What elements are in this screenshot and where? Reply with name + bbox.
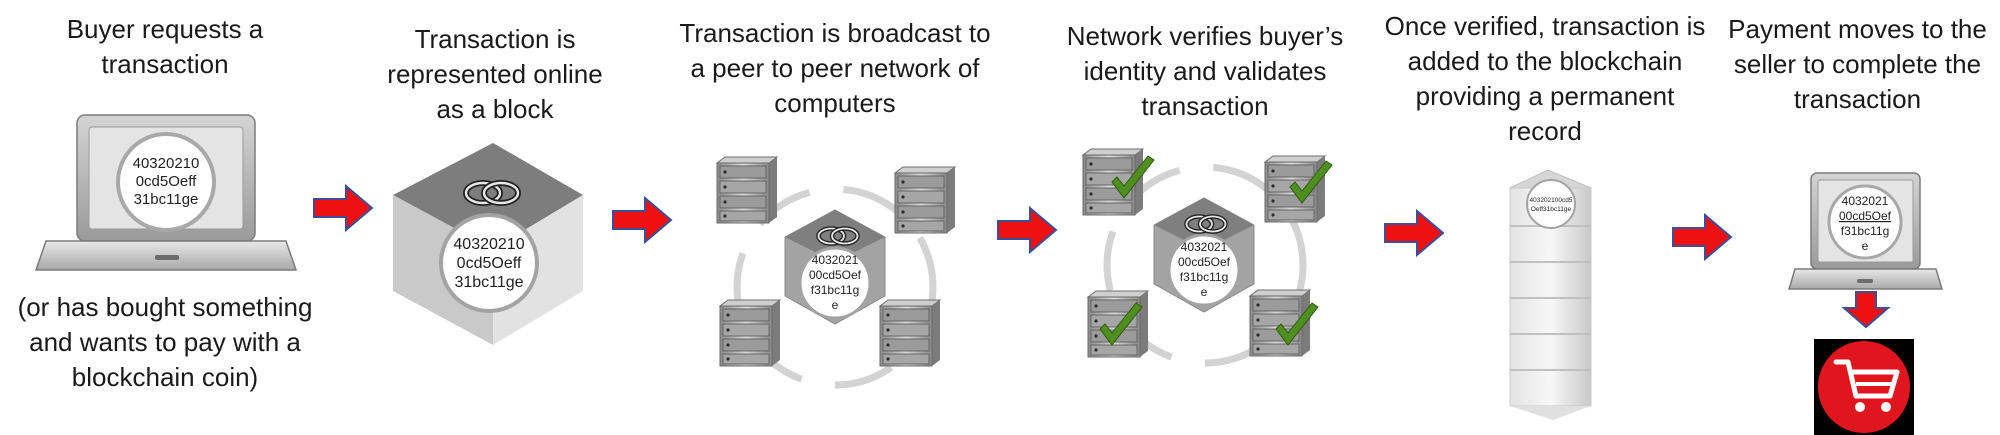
network-ring [1103,163,1307,367]
step-5-code-line-2: Oeff31bc11ge [1531,206,1572,213]
step-6-code-line-1: 4032021 [1842,194,1889,208]
blockchain-column-icon [1508,169,1593,420]
right-arrow-icon [612,197,672,243]
step-6-code-line-4: e [1862,239,1869,253]
step-3-code-line-4: e [832,298,839,312]
network-block-icon [1153,197,1255,313]
step-6-caption: Payment moves to the seller to complete … [1728,14,1987,114]
step-2-code-line-1: 40320210 [453,236,524,253]
step-5-code-line-1: 403202100cd5 [1529,197,1572,204]
step-2-code-line-2: 0cd5Oeff [457,255,522,272]
step-4-code-line-4: e [1201,285,1208,299]
step-2-caption: Transaction is represented online as a b… [387,24,603,124]
step-1-note: (or has bought something and wants to pa… [17,292,313,392]
step-4-caption: Network verifies buyer’s identity and va… [1066,21,1344,121]
seller-laptop-icon [1787,172,1944,290]
step-5-caption: Once verified, transaction is added to t… [1384,11,1706,146]
step-4-code-line-1: 4032021 [1181,240,1228,254]
step-3-code-line-3: f31bc11g [811,283,860,297]
step-6-code-line-2: 00cd5Oef [1839,209,1892,223]
network-block-icon [784,209,886,325]
step-1-code-line-3: 31bc11ge [134,191,199,208]
step-1-caption: Buyer requests a transaction [66,14,264,79]
step-3-code-line-1: 4032021 [812,253,859,267]
right-arrow-icon [1672,214,1732,260]
step-1-code-line-1: 40320210 [133,155,200,172]
right-arrow-icon [1384,210,1444,256]
right-arrow-icon [313,185,373,231]
network-ring [733,185,937,389]
step-4-code-line-3: f31bc11g [1180,270,1229,284]
step-4-code-line-2: 00cd5Oef [1178,255,1231,269]
server-icon [719,299,781,367]
shopping-cart-icon [1814,339,1914,435]
buyer-laptop-icon [34,114,298,271]
step-1-code-line-2: 0cd5Oeff [136,173,197,190]
step-6-code-line-3: f31bc11g [1841,224,1890,238]
server-icon [1087,290,1149,358]
step-3-caption: Transaction is broadcast to a peer to pe… [679,18,991,118]
step-2-code-line-3: 31bc11ge [454,274,523,291]
down-arrow-icon [1841,291,1891,329]
step-3-code-line-2: 00cd5Oef [809,268,862,282]
server-icon [879,299,941,367]
server-icon [716,156,778,224]
server-icon [894,166,956,234]
right-arrow-icon [997,207,1057,253]
